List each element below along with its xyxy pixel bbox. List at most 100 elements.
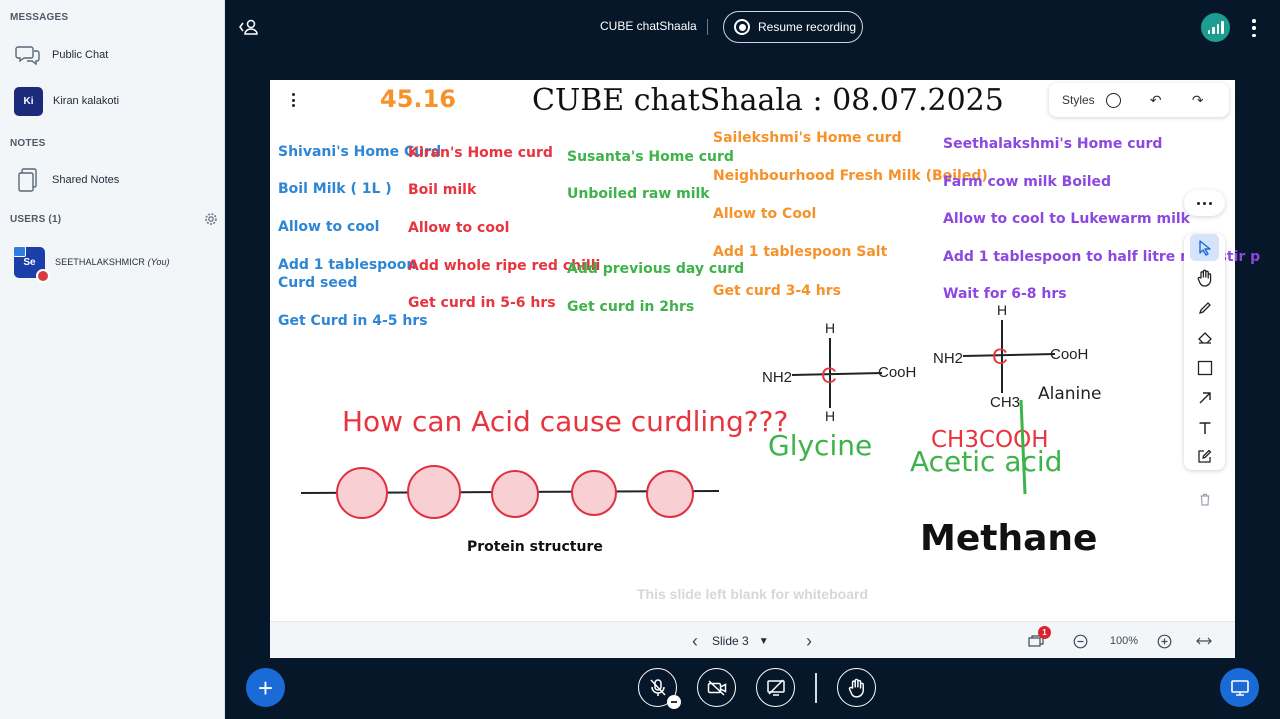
unmute-mic-button[interactable] (638, 668, 677, 707)
raise-hand-button[interactable] (837, 668, 876, 707)
shared-notes-item[interactable]: Shared Notes (0, 163, 225, 197)
note-tool-icon[interactable] (1190, 442, 1219, 469)
note-line: Allow to cool to Lukewarm milk (943, 211, 1191, 227)
screen-share-off-icon (766, 678, 785, 696)
toggle-userlist-button[interactable] (237, 16, 261, 38)
fit-width-button[interactable] (1194, 630, 1214, 652)
zoom-out-icon (1073, 634, 1087, 648)
pencil-tool-icon[interactable] (1190, 294, 1219, 321)
zoom-out-button[interactable] (1070, 630, 1090, 652)
glycine-label: Glycine (768, 429, 872, 462)
question-text: How can Acid cause curdling??? (342, 405, 788, 438)
presentation-icon (1230, 679, 1249, 696)
notes-icon (14, 166, 42, 194)
notification-badge: 1 (1038, 626, 1051, 639)
recording-label: Resume recording (758, 20, 857, 34)
protein-structure-label: Protein structure (467, 539, 603, 555)
whiteboard-menu-button[interactable] (286, 90, 300, 110)
note-line: Get Curd in 4-5 hrs (278, 313, 428, 329)
resume-recording-button[interactable]: Resume recording (723, 11, 863, 43)
options-menu-button[interactable] (1247, 17, 1261, 39)
styles-label: Styles (1062, 93, 1095, 107)
methane-label: Methane (920, 518, 1097, 559)
glycine-cooh: CooH (878, 364, 916, 381)
select-tool-icon[interactable] (1190, 234, 1219, 261)
text-tool-icon[interactable] (1190, 414, 1219, 441)
whiteboard[interactable]: 45.16 CUBE chatShaala : 08.07.2025 Shiva… (270, 80, 1260, 658)
trash-icon[interactable] (1191, 486, 1219, 512)
slide-label: Slide 3 (712, 634, 749, 648)
bond-line (962, 353, 1056, 357)
presentation-toggle-button[interactable] (1220, 668, 1259, 707)
note-line: Add 1 tablespoon Salt (713, 244, 888, 260)
record-icon (734, 19, 750, 35)
alanine-label: Alanine (1038, 384, 1102, 404)
you-tag: (You) (147, 257, 170, 267)
board-heading: CUBE chatShaala : 08.07.2025 (532, 83, 1004, 118)
note-line: Curd seed (278, 275, 357, 291)
chevron-down-icon: ▼ (758, 635, 769, 647)
blank-slide-note: This slide left blank for whiteboard (636, 586, 869, 602)
share-webcam-button[interactable] (697, 668, 736, 707)
note-line: Wait for 6-8 hrs (943, 286, 1067, 302)
zoom-in-icon (1157, 634, 1171, 648)
timer-text: 45.16 (380, 85, 456, 113)
public-chat-item[interactable]: Public Chat (0, 38, 225, 72)
note-line: Allow to Cool (713, 206, 816, 222)
chat-bubbles-icon (14, 41, 42, 69)
alanine-ch3: CH3 (990, 394, 1020, 411)
redo-icon[interactable]: ↷ (1191, 91, 1204, 108)
user-name-text: SEETHALAKSHMICR (55, 257, 146, 267)
note-column-kiran: Kiran's Home curd Boil milk Allow to coo… (408, 145, 600, 311)
protein-chain-drawing (300, 465, 720, 519)
public-chat-label: Public Chat (52, 49, 109, 61)
acetic-acid-label: Acetic acid (910, 445, 1062, 478)
eraser-tool-icon[interactable] (1190, 324, 1219, 351)
hand-tool-icon[interactable] (1190, 264, 1219, 291)
more-tools-button[interactable] (1184, 190, 1225, 216)
bond-line (791, 372, 883, 376)
arrow-tool-icon[interactable] (1190, 384, 1219, 411)
undo-icon[interactable]: ↶ (1149, 91, 1162, 108)
hand-icon (848, 678, 864, 698)
users-section-title: USERS (1) (10, 214, 62, 225)
slide-selector[interactable]: Slide 3 ▼ (712, 630, 769, 652)
share-screen-button[interactable] (756, 668, 795, 707)
audio-options-icon[interactable] (667, 695, 681, 709)
zoom-level[interactable]: 100% (1109, 635, 1139, 647)
note-line: Susanta's Home curd (567, 149, 734, 165)
fit-width-icon (1196, 637, 1212, 645)
avatar: Ki (14, 86, 43, 116)
muted-badge-icon (36, 268, 50, 283)
user-collapse-icon (239, 19, 258, 35)
note-line: Add 1 tablespoon (278, 257, 416, 273)
alanine-cooh: CooH (1050, 346, 1088, 363)
alanine-nh2: NH2 (933, 350, 963, 367)
mic-off-icon (649, 678, 666, 696)
top-bar: CUBE chatShaala Resume recording (225, 0, 1280, 56)
private-chat-item[interactable]: Ki Kiran kalakoti (0, 84, 225, 118)
note-column-sailekshmi: Sailekshmi's Home curd Neighbourhood Fre… (713, 130, 988, 299)
slide-navigation-bar: ‹ Slide 3 ▼ › 1 100% (270, 621, 1235, 658)
actions-plus-button[interactable]: + (246, 668, 285, 707)
connection-status-button[interactable] (1201, 13, 1230, 42)
previous-slide-button[interactable]: ‹ (692, 630, 698, 651)
annotation-stroke (1019, 399, 1027, 495)
notes-section-title: NOTES (10, 138, 46, 149)
style-circle-icon[interactable] (1105, 92, 1121, 108)
user-list-item[interactable]: Se SEETHALAKSHMICR (You) (0, 244, 225, 283)
glycine-h-bottom: H (825, 408, 835, 424)
protein-bead (646, 470, 694, 518)
rectangle-tool-icon[interactable] (1190, 354, 1219, 381)
note-line: Boil milk (408, 182, 477, 198)
zoom-in-button[interactable] (1154, 630, 1174, 652)
whiteboard-canvas[interactable]: 45.16 CUBE chatShaala : 08.07.2025 Shiva… (270, 80, 1260, 621)
signal-bar (1212, 27, 1215, 34)
gear-icon[interactable] (204, 212, 218, 226)
user-name: SEETHALAKSHMICR (You) (55, 257, 170, 267)
signal-bar (1216, 24, 1219, 34)
protein-bead (571, 470, 617, 516)
messages-section-title: MESSAGES (10, 12, 69, 23)
next-slide-button[interactable]: › (806, 630, 812, 651)
note-line: Kiran's Home curd (408, 145, 553, 161)
